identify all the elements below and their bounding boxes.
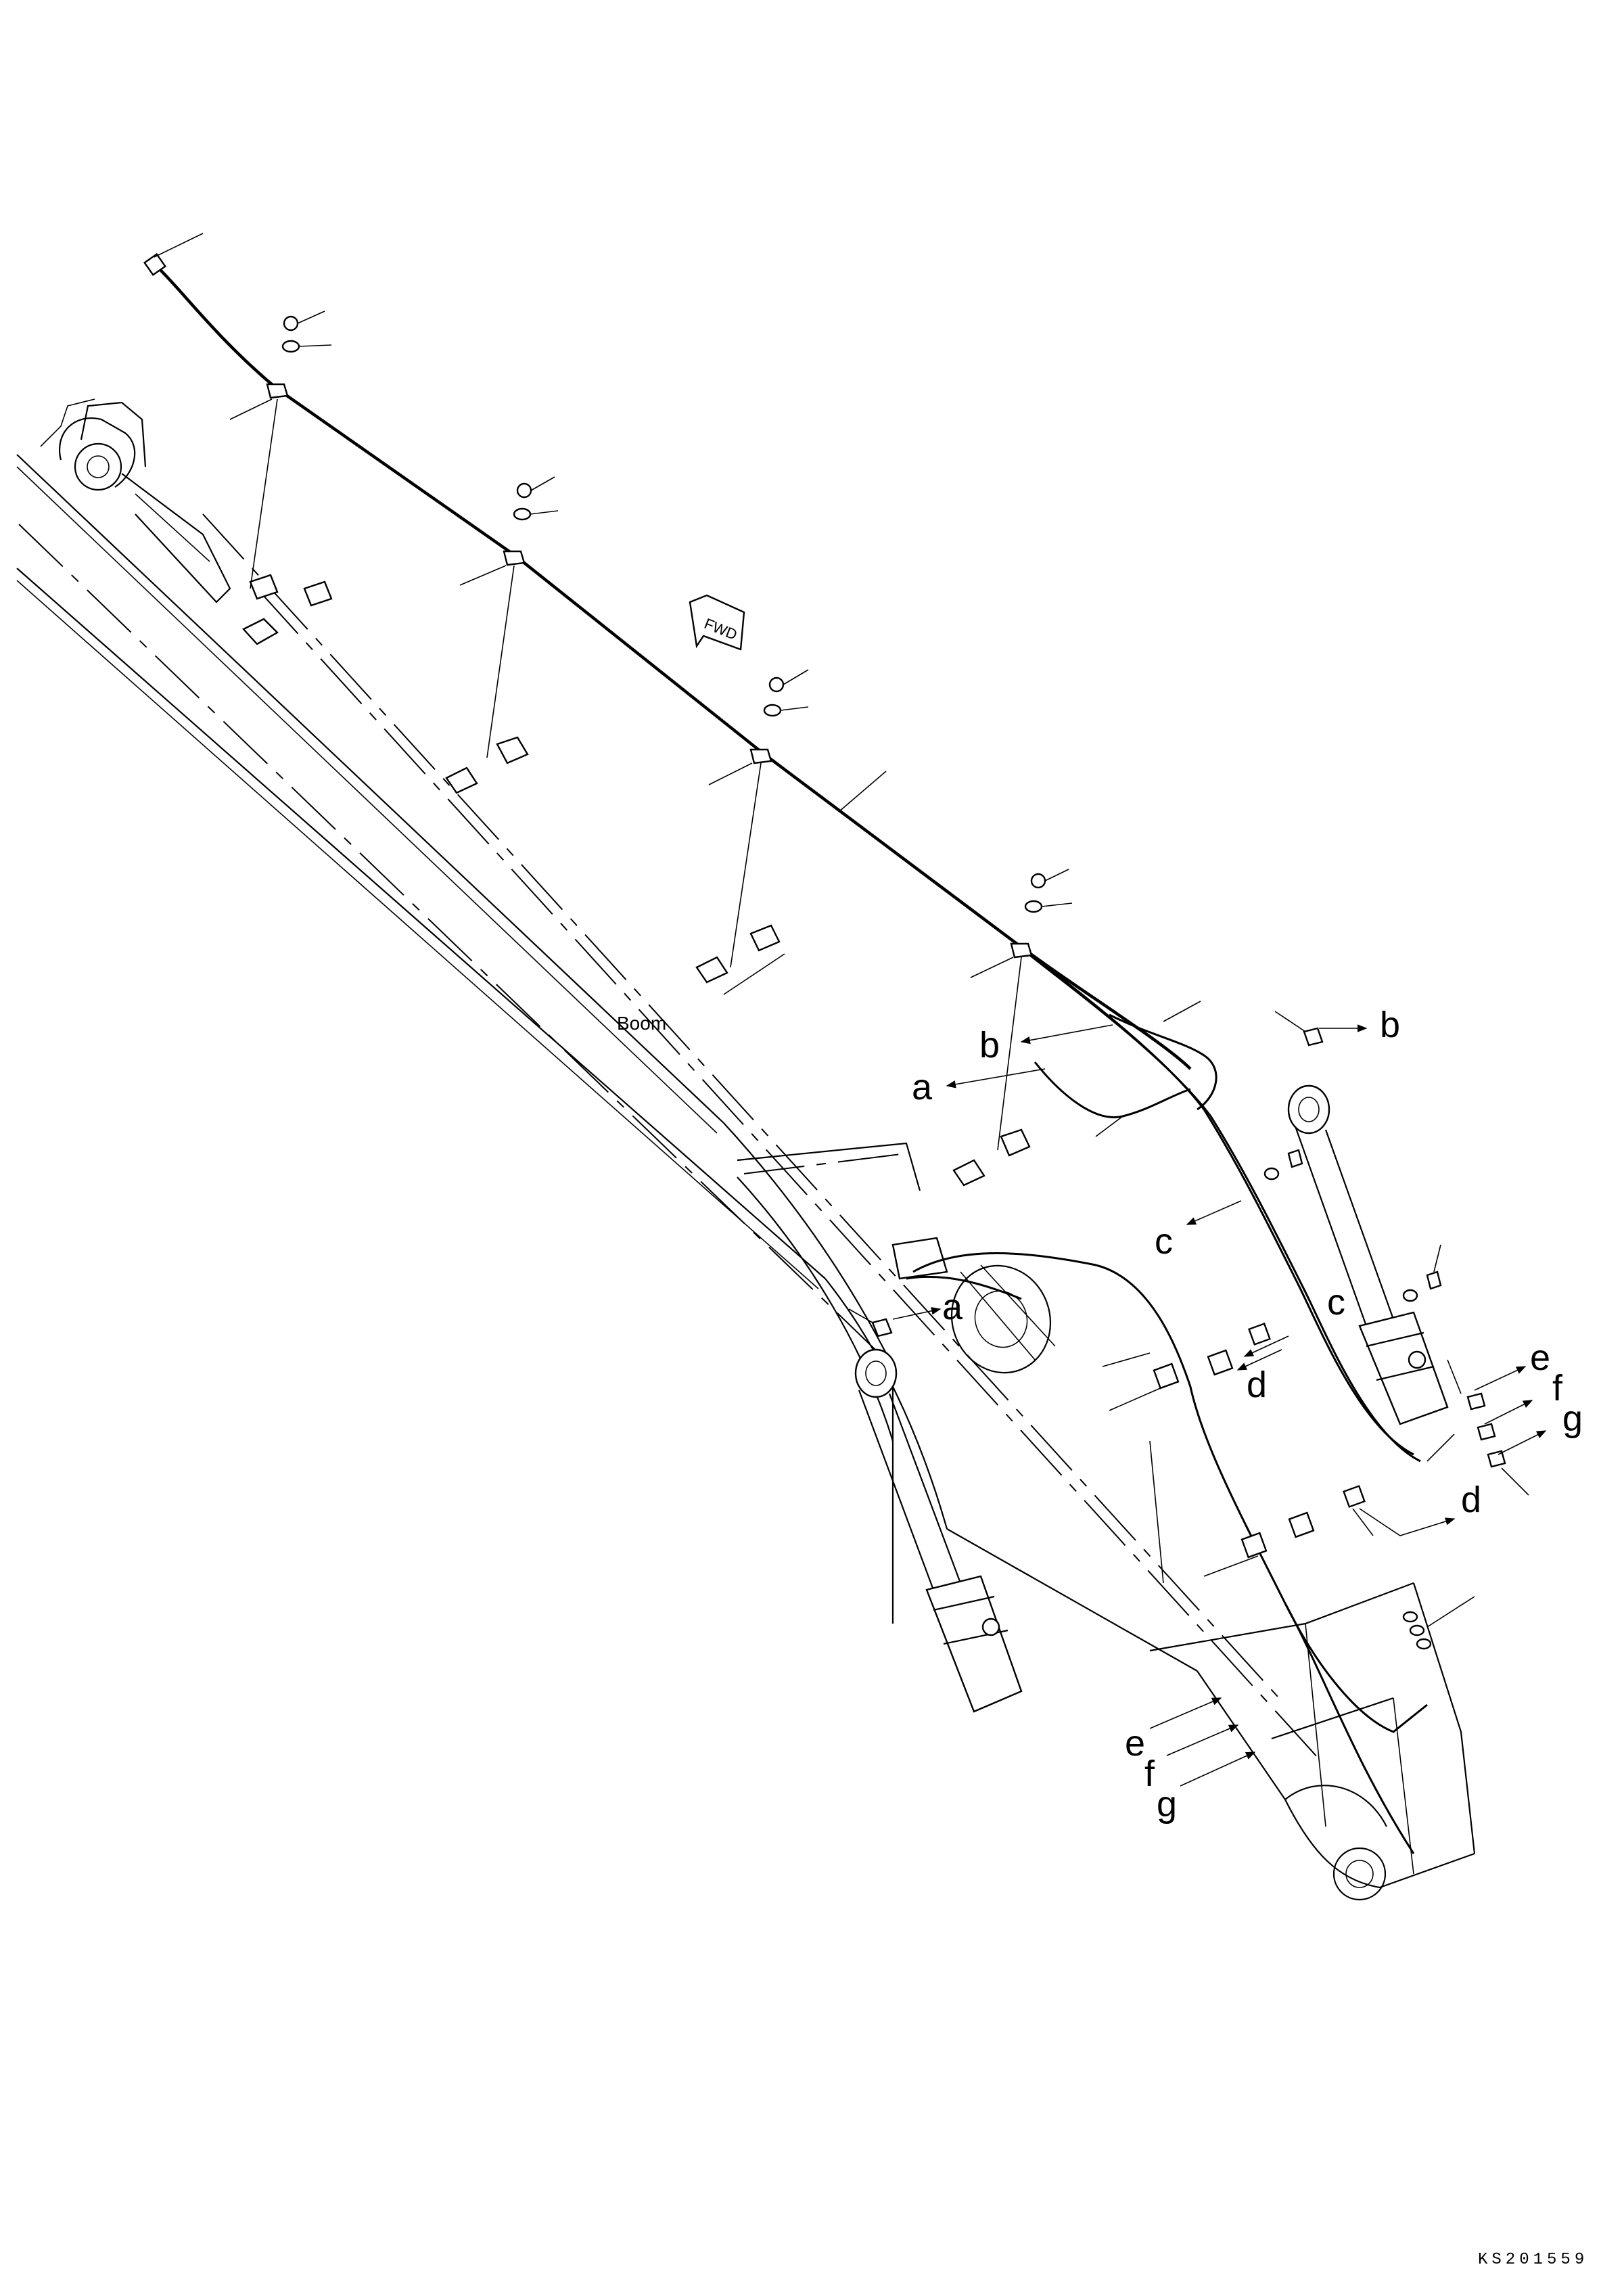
callout-arrows [892,1024,1547,1787]
drawing-code: KS201559 [1478,2251,1588,2269]
lower-harness [891,1237,1475,1854]
callout-a-right: a [942,1287,963,1327]
callout-g-right: g [1562,1398,1583,1439]
callout-d-upper: d [1247,1365,1267,1405]
hydraulic-cylinders [848,1011,1529,1713]
callout-e-right: e [1530,1337,1550,1378]
callout-c-left: c [1155,1221,1173,1262]
callout-d-lower: d [1461,1480,1481,1520]
callout-b-right: b [1380,1005,1400,1045]
callout-c-right: c [1327,1282,1345,1323]
boom-structure [16,398,1476,1901]
forward-direction-indicator: FWD [689,594,745,651]
boom-label: Boom [617,1013,666,1034]
callout-f-right: f [1552,1368,1563,1408]
callout-a-left: a [912,1067,933,1107]
callout-labels: b a b a c c d e f g d e f g [912,1005,1583,1825]
upper-harness [143,233,1421,1463]
callout-b-left: b [979,1025,1000,1065]
harness-clamps [229,311,1201,1151]
callout-g-lower: g [1157,1784,1177,1825]
callout-f-lower: f [1144,1754,1155,1794]
callout-e-lower: e [1125,1723,1145,1764]
boom-clips [242,574,1031,1187]
